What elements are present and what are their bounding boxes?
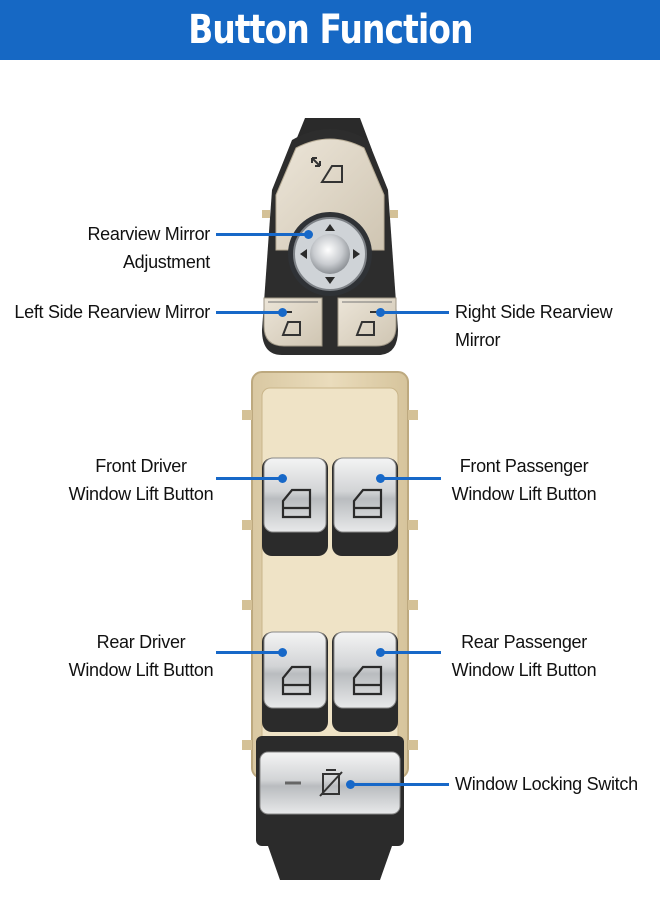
callout-dot xyxy=(278,474,287,483)
page-title: Button Function xyxy=(187,7,473,53)
label-rear-driver-line2: Window Lift Button xyxy=(68,660,214,680)
rear-passenger-button xyxy=(332,631,398,732)
mirror-right-icon xyxy=(355,321,375,336)
title-banner: Button Function xyxy=(0,0,660,60)
callout-line xyxy=(351,783,449,786)
label-rear-driver-line1: Rear Driver xyxy=(96,632,186,652)
callout-dot xyxy=(278,648,287,657)
label-mirror-adjustment: Rearview Mirror Adjustment xyxy=(87,224,210,272)
label-front-passenger-line2: Window Lift Button xyxy=(451,484,597,504)
dpad-knob xyxy=(310,234,350,274)
label-front-passenger-line1: Front Passenger xyxy=(459,456,589,476)
label-rear-passenger-line1: Rear Passenger xyxy=(461,632,587,652)
callout-dot xyxy=(346,780,355,789)
callout-line xyxy=(216,233,308,236)
callout-line xyxy=(381,651,441,654)
label-lock-switch: Window Locking Switch xyxy=(455,774,638,794)
dpad-arrows-icon xyxy=(300,224,360,284)
rear-driver-button xyxy=(262,631,328,732)
label-front-driver: Front Driver Window Lift Button xyxy=(62,452,220,508)
callout-dot xyxy=(376,474,385,483)
callout-dot xyxy=(376,648,385,657)
callout-dot xyxy=(278,308,287,317)
bottom-connector xyxy=(268,846,392,880)
callout-dot xyxy=(376,308,385,317)
callout-line xyxy=(216,477,282,480)
label-front-driver-line1: Front Driver xyxy=(95,456,187,476)
label-front-driver-line2: Window Lift Button xyxy=(68,484,214,504)
callout-line xyxy=(381,311,449,314)
callout-line xyxy=(381,477,441,480)
label-rear-driver: Rear Driver Window Lift Button xyxy=(62,628,220,684)
mirror-left-icon xyxy=(281,321,301,336)
label-right-mirror: Right Side Rearview Mirror xyxy=(455,302,613,350)
window-icon xyxy=(281,488,383,696)
callout-dot xyxy=(304,230,313,239)
callout-line xyxy=(216,311,282,314)
callout-line xyxy=(216,651,282,654)
window-lock-icon xyxy=(319,769,343,797)
label-front-passenger: Front Passenger Window Lift Button xyxy=(446,452,602,508)
label-rear-passenger-line2: Window Lift Button xyxy=(451,660,597,680)
mirror-adjust-icon xyxy=(311,157,343,183)
label-left-mirror: Left Side Rearview Mirror xyxy=(14,302,210,322)
label-rear-passenger: Rear Passenger Window Lift Button xyxy=(446,628,602,684)
